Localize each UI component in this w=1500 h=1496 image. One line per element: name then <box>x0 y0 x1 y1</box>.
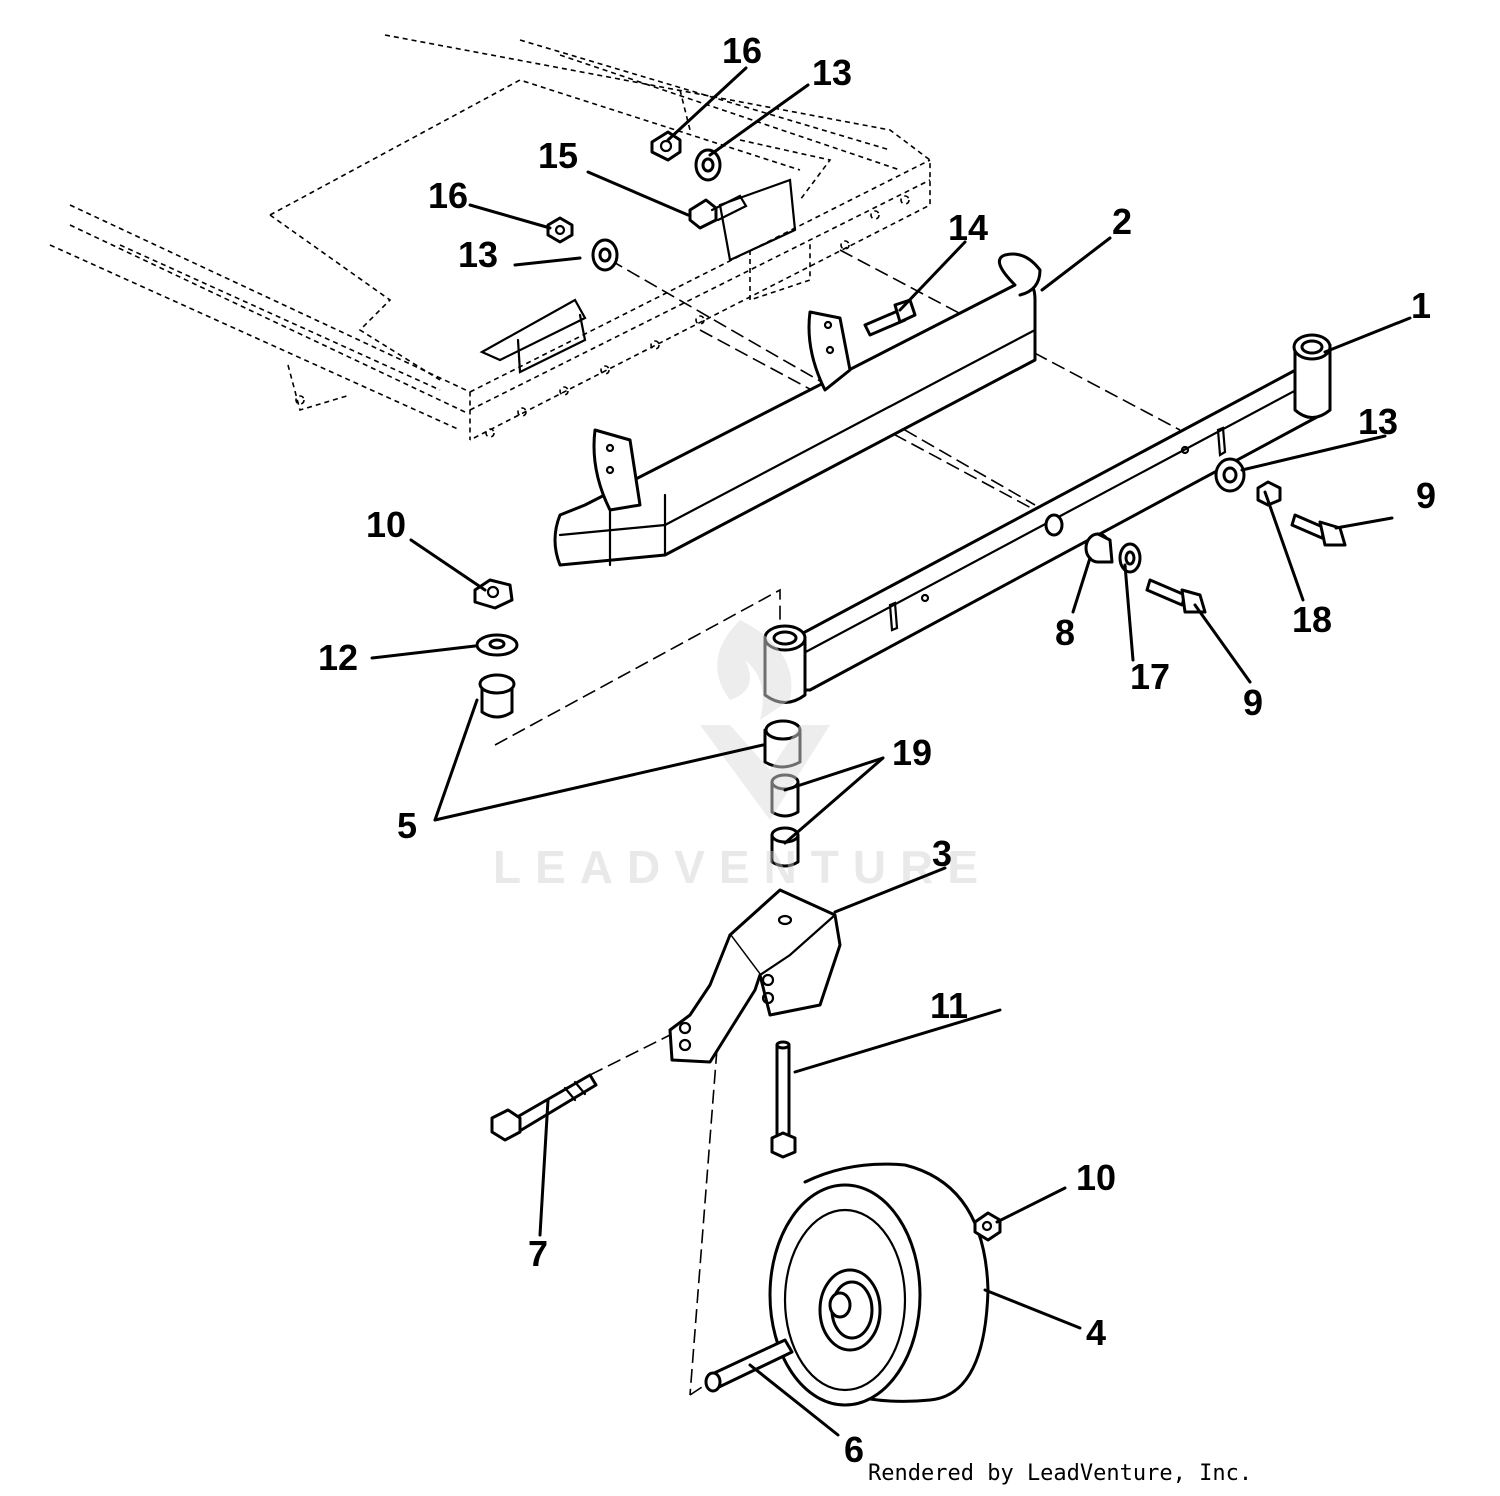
kingpin-bolt <box>770 1040 797 1159</box>
axle-bolt-long <box>490 1073 598 1142</box>
callout-3: 3 <box>932 833 952 874</box>
watermark-text: LEADVENTURE <box>493 841 992 893</box>
callout-6: 6 <box>844 1429 864 1470</box>
footer-credit: Rendered by LeadVenture, Inc. <box>868 1461 1252 1486</box>
callout-13-right: 13 <box>1358 401 1398 442</box>
hardware-left <box>473 578 802 868</box>
hardware-top <box>546 130 917 337</box>
callout-15: 15 <box>538 135 578 176</box>
callout-11: 11 <box>930 985 968 1026</box>
chassis-frame <box>49 34 931 441</box>
bumper-tube <box>553 252 1042 567</box>
callout-19: 19 <box>892 732 932 773</box>
callout-9-lower: 9 <box>1243 682 1263 723</box>
caster-fork <box>668 888 842 1064</box>
chassis-bracket <box>479 178 797 374</box>
caster-wheel <box>768 1162 1002 1407</box>
watermark: LEADVENTURE <box>493 620 992 893</box>
callout-18: 18 <box>1292 599 1332 640</box>
callout-5: 5 <box>397 805 417 846</box>
callout-2: 2 <box>1112 201 1132 242</box>
callout-16-top: 16 <box>722 30 762 71</box>
callout-9-upper: 9 <box>1416 475 1436 516</box>
callout-14: 14 <box>948 207 988 248</box>
callout-7: 7 <box>528 1233 548 1274</box>
callout-10-spindle: 10 <box>366 504 406 545</box>
callout-13-mid: 13 <box>458 234 498 275</box>
callout-10-wheel: 10 <box>1076 1157 1116 1198</box>
callout-17: 17 <box>1130 656 1170 697</box>
leader-lines <box>370 66 1412 1437</box>
hardware-right <box>1084 457 1347 614</box>
callout-13-top: 13 <box>812 52 852 93</box>
callout-labels: 1 2 3 4 5 6 7 8 9 9 10 10 11 12 13 13 13… <box>318 30 1436 1470</box>
callout-12: 12 <box>318 637 358 678</box>
callout-16-mid: 16 <box>428 175 468 216</box>
callout-4: 4 <box>1086 1312 1106 1353</box>
callout-8: 8 <box>1055 612 1075 653</box>
callout-1: 1 <box>1411 285 1431 326</box>
